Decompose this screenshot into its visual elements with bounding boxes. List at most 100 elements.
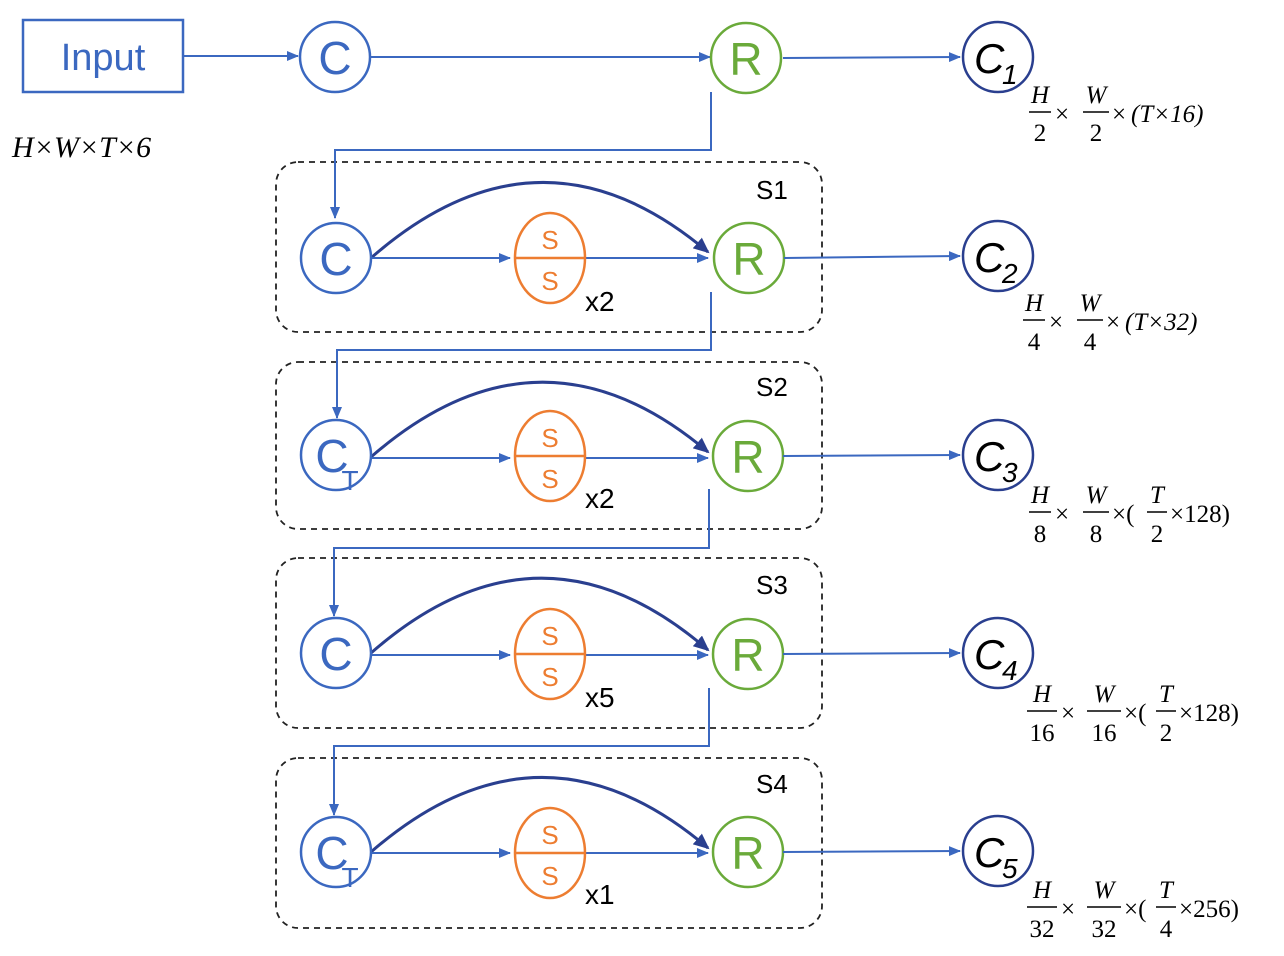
s2-res-label: R (731, 431, 764, 483)
edge-to-c4 (782, 648, 961, 659)
c4-dim-t-den: 2 (1160, 720, 1173, 747)
edge-s1-to-s2 (332, 292, 712, 419)
s3-repeat: x5 (585, 682, 615, 713)
s3-ss-node: S S (513, 607, 587, 701)
input-shape-label: H×W×T×6 (11, 131, 151, 164)
s1-repeat: x2 (585, 286, 615, 317)
c4-dim-t-rest: ×128) (1179, 700, 1239, 727)
s2-ss-bottom: S (541, 464, 558, 494)
c3-dim-w-den: 8 (1090, 521, 1103, 548)
svg-text:×(: ×( (1112, 501, 1134, 528)
s2-ss-top: S (541, 423, 558, 453)
c5-dim-w-num: W (1094, 877, 1117, 904)
s4-ss-bottom: S (541, 861, 558, 891)
c2-dim-h-num: H (1024, 290, 1045, 317)
c5-label: C (974, 829, 1005, 876)
s3-res-label: R (731, 629, 764, 681)
stage-s4-row: C T S S x1 R (299, 776, 785, 910)
c5-dim-h-den: 32 (1030, 916, 1055, 943)
output-c1: C 1 (961, 20, 1035, 94)
c4-dims: H 16 × W 16 ×( T 2 ×128) (1027, 681, 1239, 747)
s4-conv-t-node: C T (299, 815, 373, 893)
svg-text:×: × (1055, 101, 1069, 128)
s1-conv-label: C (319, 233, 352, 285)
stage-label-s1: S1 (756, 175, 788, 205)
s2-conv-t-node: C T (299, 418, 373, 496)
stage-s3-row: C S S x5 R (299, 576, 785, 713)
s3-res-node: R (711, 617, 785, 691)
s4-conv-t-label: C (315, 827, 348, 879)
stem-conv-label: C (318, 32, 351, 84)
c2-dim-t: (T×32) (1125, 309, 1197, 336)
c1-dim-t: (T×16) (1131, 101, 1203, 128)
c2-dim-w-den: 4 (1084, 329, 1097, 356)
s4-res-label: R (731, 827, 764, 879)
edge-to-c5 (782, 846, 961, 857)
s4-ss-top: S (541, 820, 558, 850)
s1-res-node: R (712, 221, 786, 295)
edge-s3-to-s4 (329, 688, 710, 816)
output-c5: C 5 (961, 814, 1035, 888)
c3-dim-t-den: 2 (1151, 521, 1164, 548)
c2-dims: H 4 × W 4 × (T×32) (1023, 290, 1197, 356)
input-box: Input (21, 18, 185, 94)
c5-sub: 5 (1002, 853, 1018, 884)
c4-dim-h-den: 16 (1030, 720, 1055, 747)
stem-conv-node: C (298, 20, 372, 94)
c4-label: C (974, 631, 1005, 678)
c4-dim-w-den: 16 (1092, 720, 1117, 747)
svg-text:×: × (1061, 700, 1075, 727)
c1-dims: H 2 × W 2 × (T×16) (1029, 82, 1203, 147)
svg-text:×: × (1055, 501, 1069, 528)
c3-sub: 3 (1002, 457, 1018, 488)
stage-box-s4 (275, 757, 823, 929)
c4-dim-h-num: H (1032, 681, 1053, 708)
edge-to-c2 (783, 251, 961, 262)
skip-arc-s3 (370, 576, 710, 655)
edge-to-c3 (782, 450, 961, 461)
s2-res-node: R (711, 419, 785, 493)
c3-label: C (974, 433, 1005, 480)
skip-arc-s2 (370, 380, 710, 459)
svg-text:×(: ×( (1124, 700, 1146, 727)
s1-ss-bottom: S (541, 266, 558, 296)
c5-dim-t-num: T (1159, 877, 1175, 904)
stem-res-label: R (729, 33, 762, 85)
c1-dim-w-den: 2 (1090, 120, 1103, 147)
s2-conv-t-label: C (315, 430, 348, 482)
c4-sub: 4 (1002, 655, 1018, 686)
stage-box-s1 (275, 161, 823, 333)
s1-res-label: R (732, 233, 765, 285)
c2-dim-w-num: W (1080, 290, 1103, 317)
stage-box-s2 (275, 361, 823, 530)
c1-dim-h-den: 2 (1034, 120, 1047, 147)
c2-sub: 2 (1001, 258, 1018, 289)
input-label: Input (61, 37, 146, 79)
s4-ss-node: S S (513, 806, 587, 900)
c1-dim-w-num: W (1086, 82, 1109, 109)
s1-conv-node: C (299, 221, 373, 295)
s2-ss-node: S S (513, 409, 587, 503)
stem-res-node: R (709, 21, 783, 95)
c3-dim-t-num: T (1150, 482, 1166, 509)
c1-label: C (974, 35, 1005, 82)
stage-s2-row: C T S S x2 R (299, 380, 785, 514)
stage-s1-row: C S S x2 R (299, 181, 786, 317)
c5-dim-w-den: 32 (1092, 916, 1117, 943)
output-c4: C 4 (961, 616, 1035, 690)
s2-repeat: x2 (585, 483, 615, 514)
s1-ss-node: S S (513, 211, 587, 305)
c5-dims: H 32 × W 32 ×( T 4 ×256) (1027, 877, 1239, 943)
s2-conv-t-sub: T (341, 465, 358, 496)
c3-dim-w-num: W (1086, 482, 1109, 509)
skip-arc-s4 (370, 776, 710, 854)
c1-dim-h-num: H (1030, 82, 1051, 109)
svg-text:×: × (1061, 896, 1075, 923)
edge-s2-to-s3 (329, 489, 710, 617)
s3-conv-node: C (299, 616, 373, 690)
output-c3: C 3 (961, 418, 1035, 492)
c3-dim-t-rest: ×128) (1170, 501, 1230, 528)
c5-dim-h-num: H (1032, 877, 1053, 904)
c2-label: C (974, 234, 1005, 281)
